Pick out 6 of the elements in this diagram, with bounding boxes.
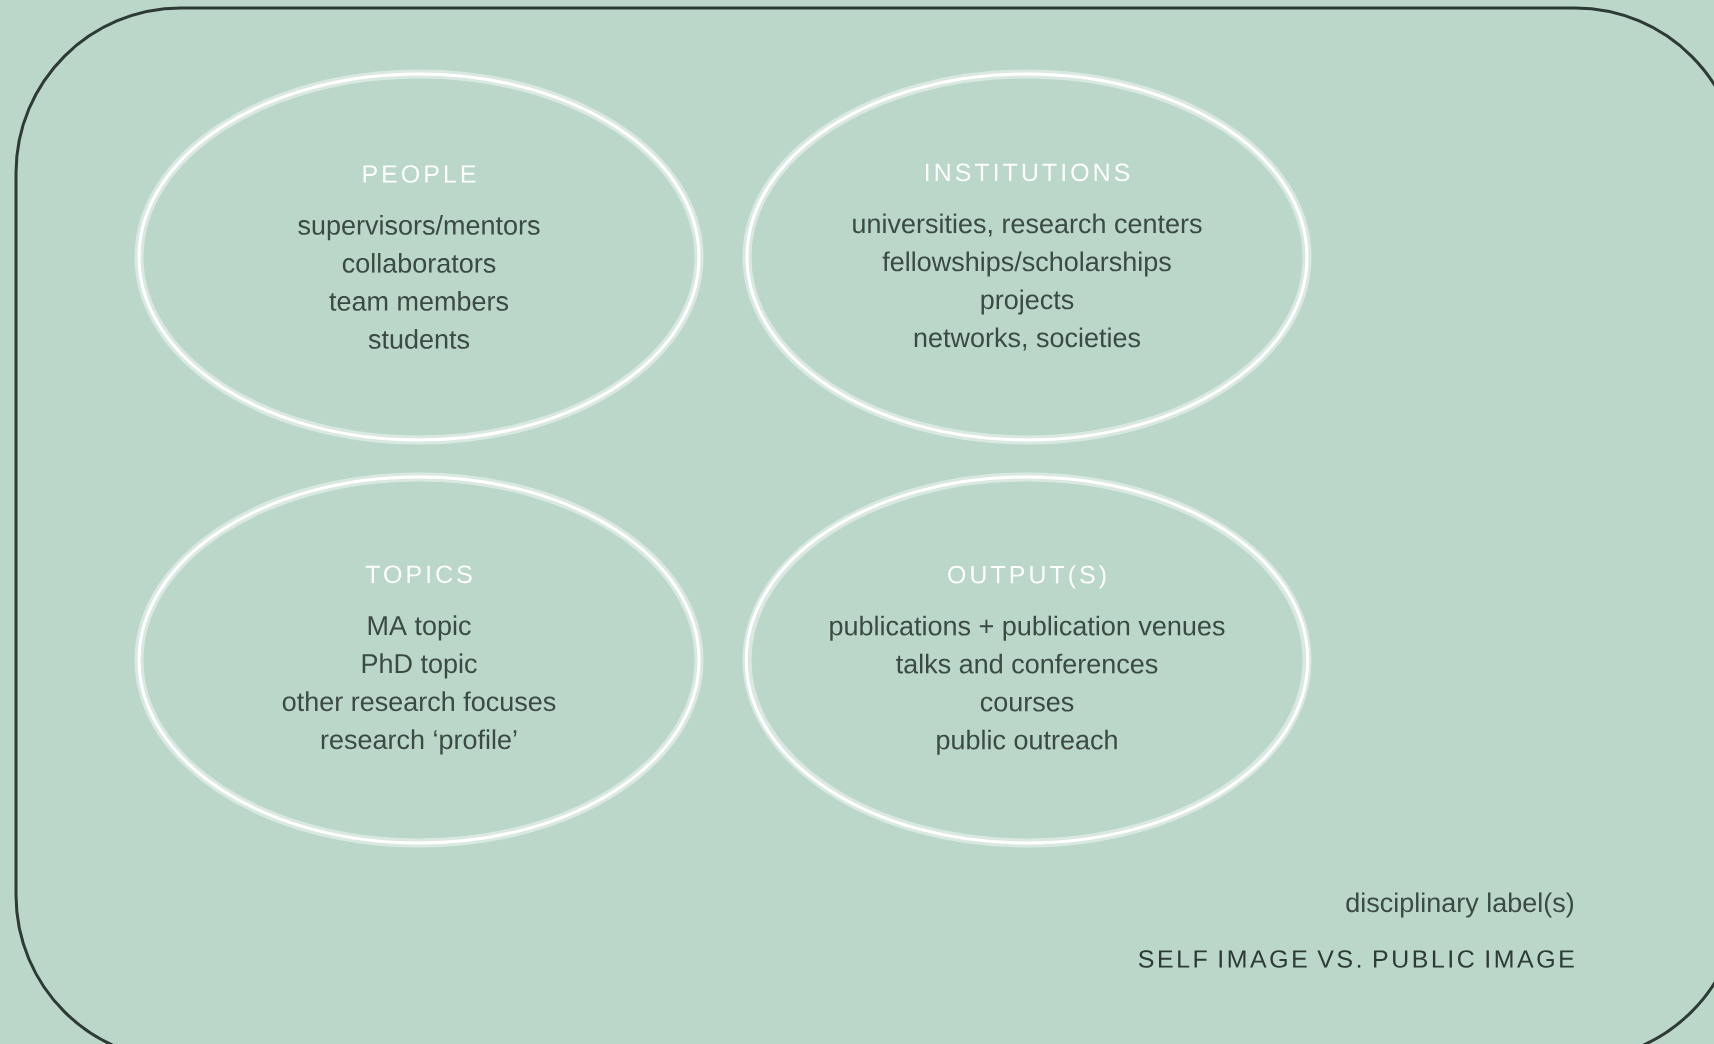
oval: OUTPUT(S) publications + publication venues talks and conferences courses public outreach: [742, 472, 1312, 848]
label-text: disciplinary label(s): [1346, 892, 1574, 918]
oval: INSTITUTIONS universities, research centers fellowships/scholarships projects networks, societies: [742, 69, 1312, 445]
oval: TOPICS MA topic PhD topic other research focuses research ‘profile’: [134, 472, 704, 848]
heading-text: SELF IMAGE VS. PUBLIC IMAGE: [1138, 950, 1574, 968]
oval: PEOPLE supervisors/mentors collaborators team members students: [134, 69, 704, 445]
